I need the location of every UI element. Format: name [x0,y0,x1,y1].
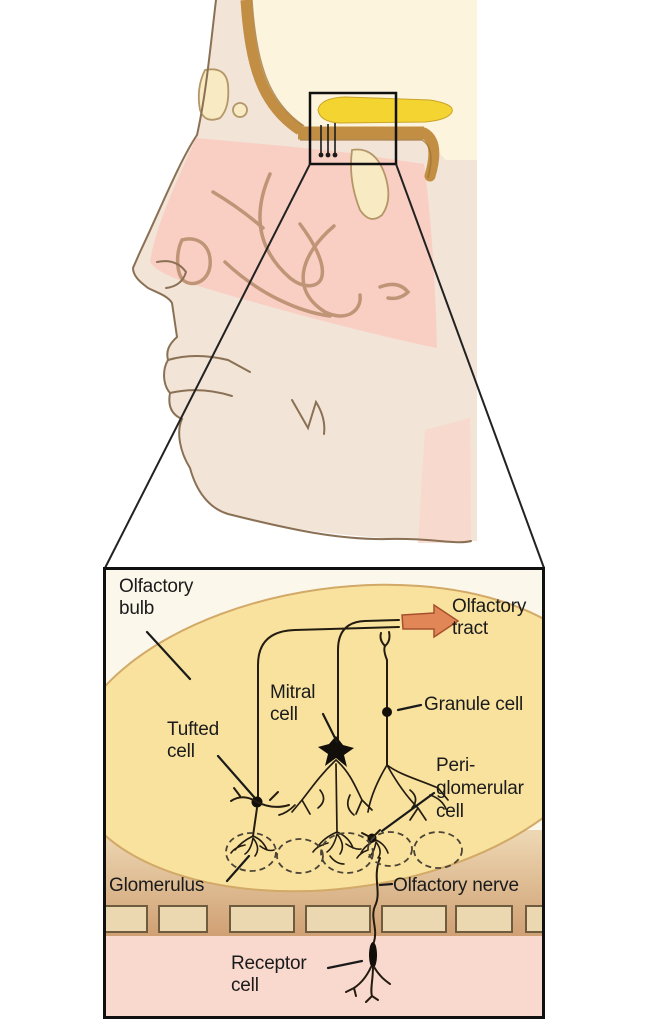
leader-olfactory-nerve [378,882,394,887]
zoom-box [308,91,398,166]
skull-bone-edge [251,0,432,179]
leader-tufted-cell [216,754,256,799]
label-periglomerular-cell: Peri- glomerular cell [436,755,524,822]
leader-receptor-cell [326,959,364,970]
leader-lines [145,630,436,970]
leader-granule-cell [396,703,423,712]
label-olfactory-tract: Olfactory tract [452,596,527,639]
leader-olfactory-bulb [145,630,192,681]
label-glomerulus: Glomerulus [109,875,205,896]
leader-mitral-cell [321,712,339,744]
cribriform-plate [106,905,542,933]
pharynx-band-shape [418,418,471,543]
face-outline [131,0,472,544]
label-olfactory-nerve: Olfactory nerve [393,875,519,896]
neuron-drawings [230,619,449,1003]
label-mitral-cell: Mitral cell [270,682,316,725]
olfactory-tract-arrow [401,603,460,639]
label-olfactory-bulb: Olfactory bulb [119,576,194,619]
sphenoid-sinus-shape [350,148,390,220]
inset-border [103,567,545,1019]
glomerular-tufts [230,831,389,865]
leader-periglomerular-cell [380,791,436,833]
receptor-cell-body [369,942,377,968]
head-profile-illustration [104,0,545,569]
tufted-cell-axon [257,626,400,801]
olfactory-nerve-axon [372,857,381,943]
olfactory-bulb-ellipse [106,583,542,893]
mitral-cell-axon [337,619,400,746]
zoom-projection-lines [104,163,545,569]
epithelium-region [106,936,542,1016]
leader-glomerulus [225,854,251,883]
label-tufted-cell: Tufted cell [167,719,219,762]
inset-panel [103,567,545,1019]
olfactory-bulb-small-shape [317,96,453,124]
granule-cell-body [382,707,392,717]
turbinate-curves [175,172,411,318]
dendrite-forest [278,759,449,833]
mitral-cell-body [318,736,354,767]
small-sinus-shape [232,102,248,118]
glomeruli-outlines [225,831,463,874]
receptor-fibers-small [318,123,338,158]
label-receptor-cell: Receptor cell [231,953,307,996]
label-granule-cell: Granule cell [424,694,523,715]
skull-bone [240,0,440,182]
